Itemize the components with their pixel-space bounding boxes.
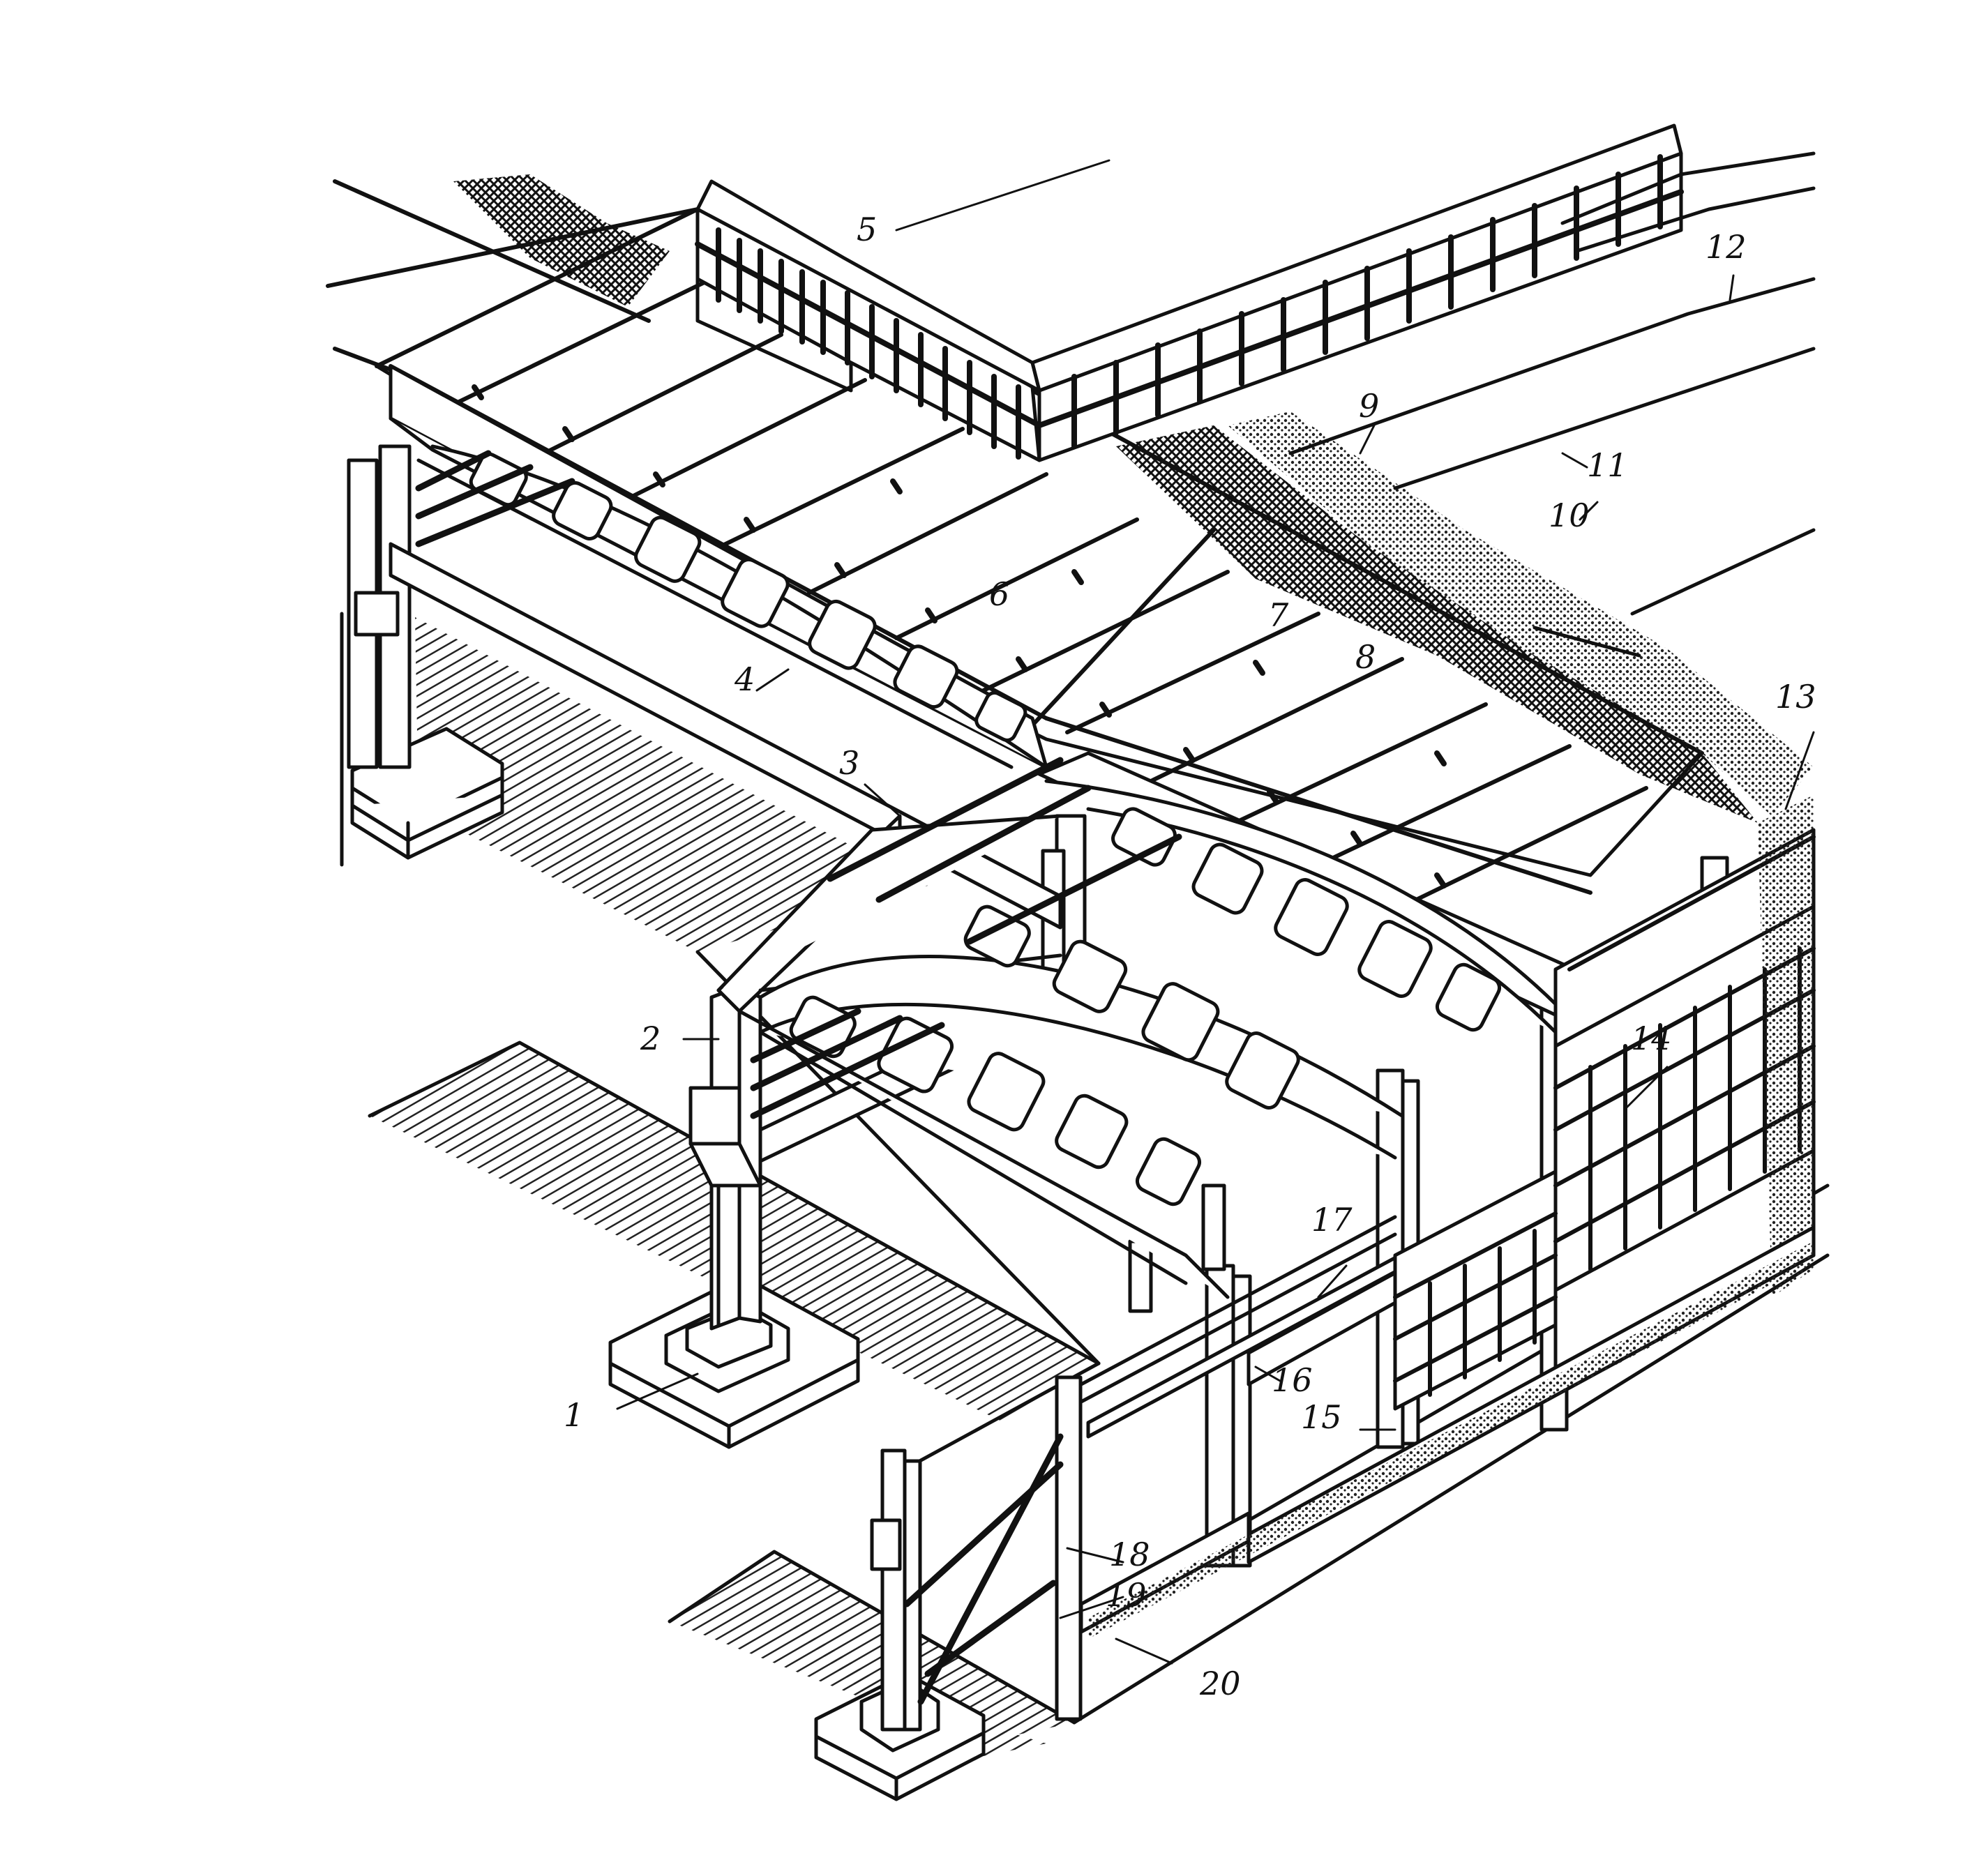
foundation-1	[608, 1274, 860, 1449]
callout-12: 12	[1705, 228, 1747, 266]
roof-screed-dotted	[1228, 411, 1814, 816]
skylight-cap	[1288, 151, 1816, 658]
callout-1: 1	[564, 1396, 584, 1434]
callout-15: 15	[1301, 1398, 1342, 1436]
callout-7: 7	[1268, 596, 1289, 634]
plinth-texture	[1088, 1241, 1814, 1639]
callout-5: 5	[857, 211, 877, 248]
wall-texture	[1758, 795, 1814, 1297]
callout-10: 10	[1549, 497, 1590, 534]
roof-joint-marks	[472, 384, 1447, 888]
callout-3: 3	[839, 744, 859, 782]
callout-2: 2	[640, 1020, 661, 1057]
callout-4: 4	[734, 660, 755, 698]
callout-19: 19	[1106, 1576, 1147, 1614]
ground-floor-hatched	[368, 617, 1830, 1764]
callout-20: 20	[1199, 1665, 1241, 1702]
truss-front	[716, 814, 1404, 1299]
callout-labels: 1 2 3 4 5 6 7 8 9 10 11 12 13 14 15 16 1…	[564, 211, 1816, 1702]
callout-17: 17	[1311, 1201, 1353, 1239]
callout-11: 11	[1587, 446, 1628, 484]
callout-9: 9	[1359, 387, 1379, 425]
callout-16: 16	[1272, 1361, 1313, 1399]
callout-14: 14	[1631, 1020, 1672, 1057]
callout-13: 13	[1775, 678, 1816, 716]
roof-insulation-layer	[453, 174, 1758, 823]
skylight-mullions	[695, 154, 1684, 460]
callout-leaders	[616, 159, 1815, 1665]
bracing-struts	[415, 450, 1182, 1705]
callout-18: 18	[1109, 1536, 1150, 1573]
callout-8: 8	[1355, 638, 1376, 676]
callout-6: 6	[989, 575, 1009, 613]
